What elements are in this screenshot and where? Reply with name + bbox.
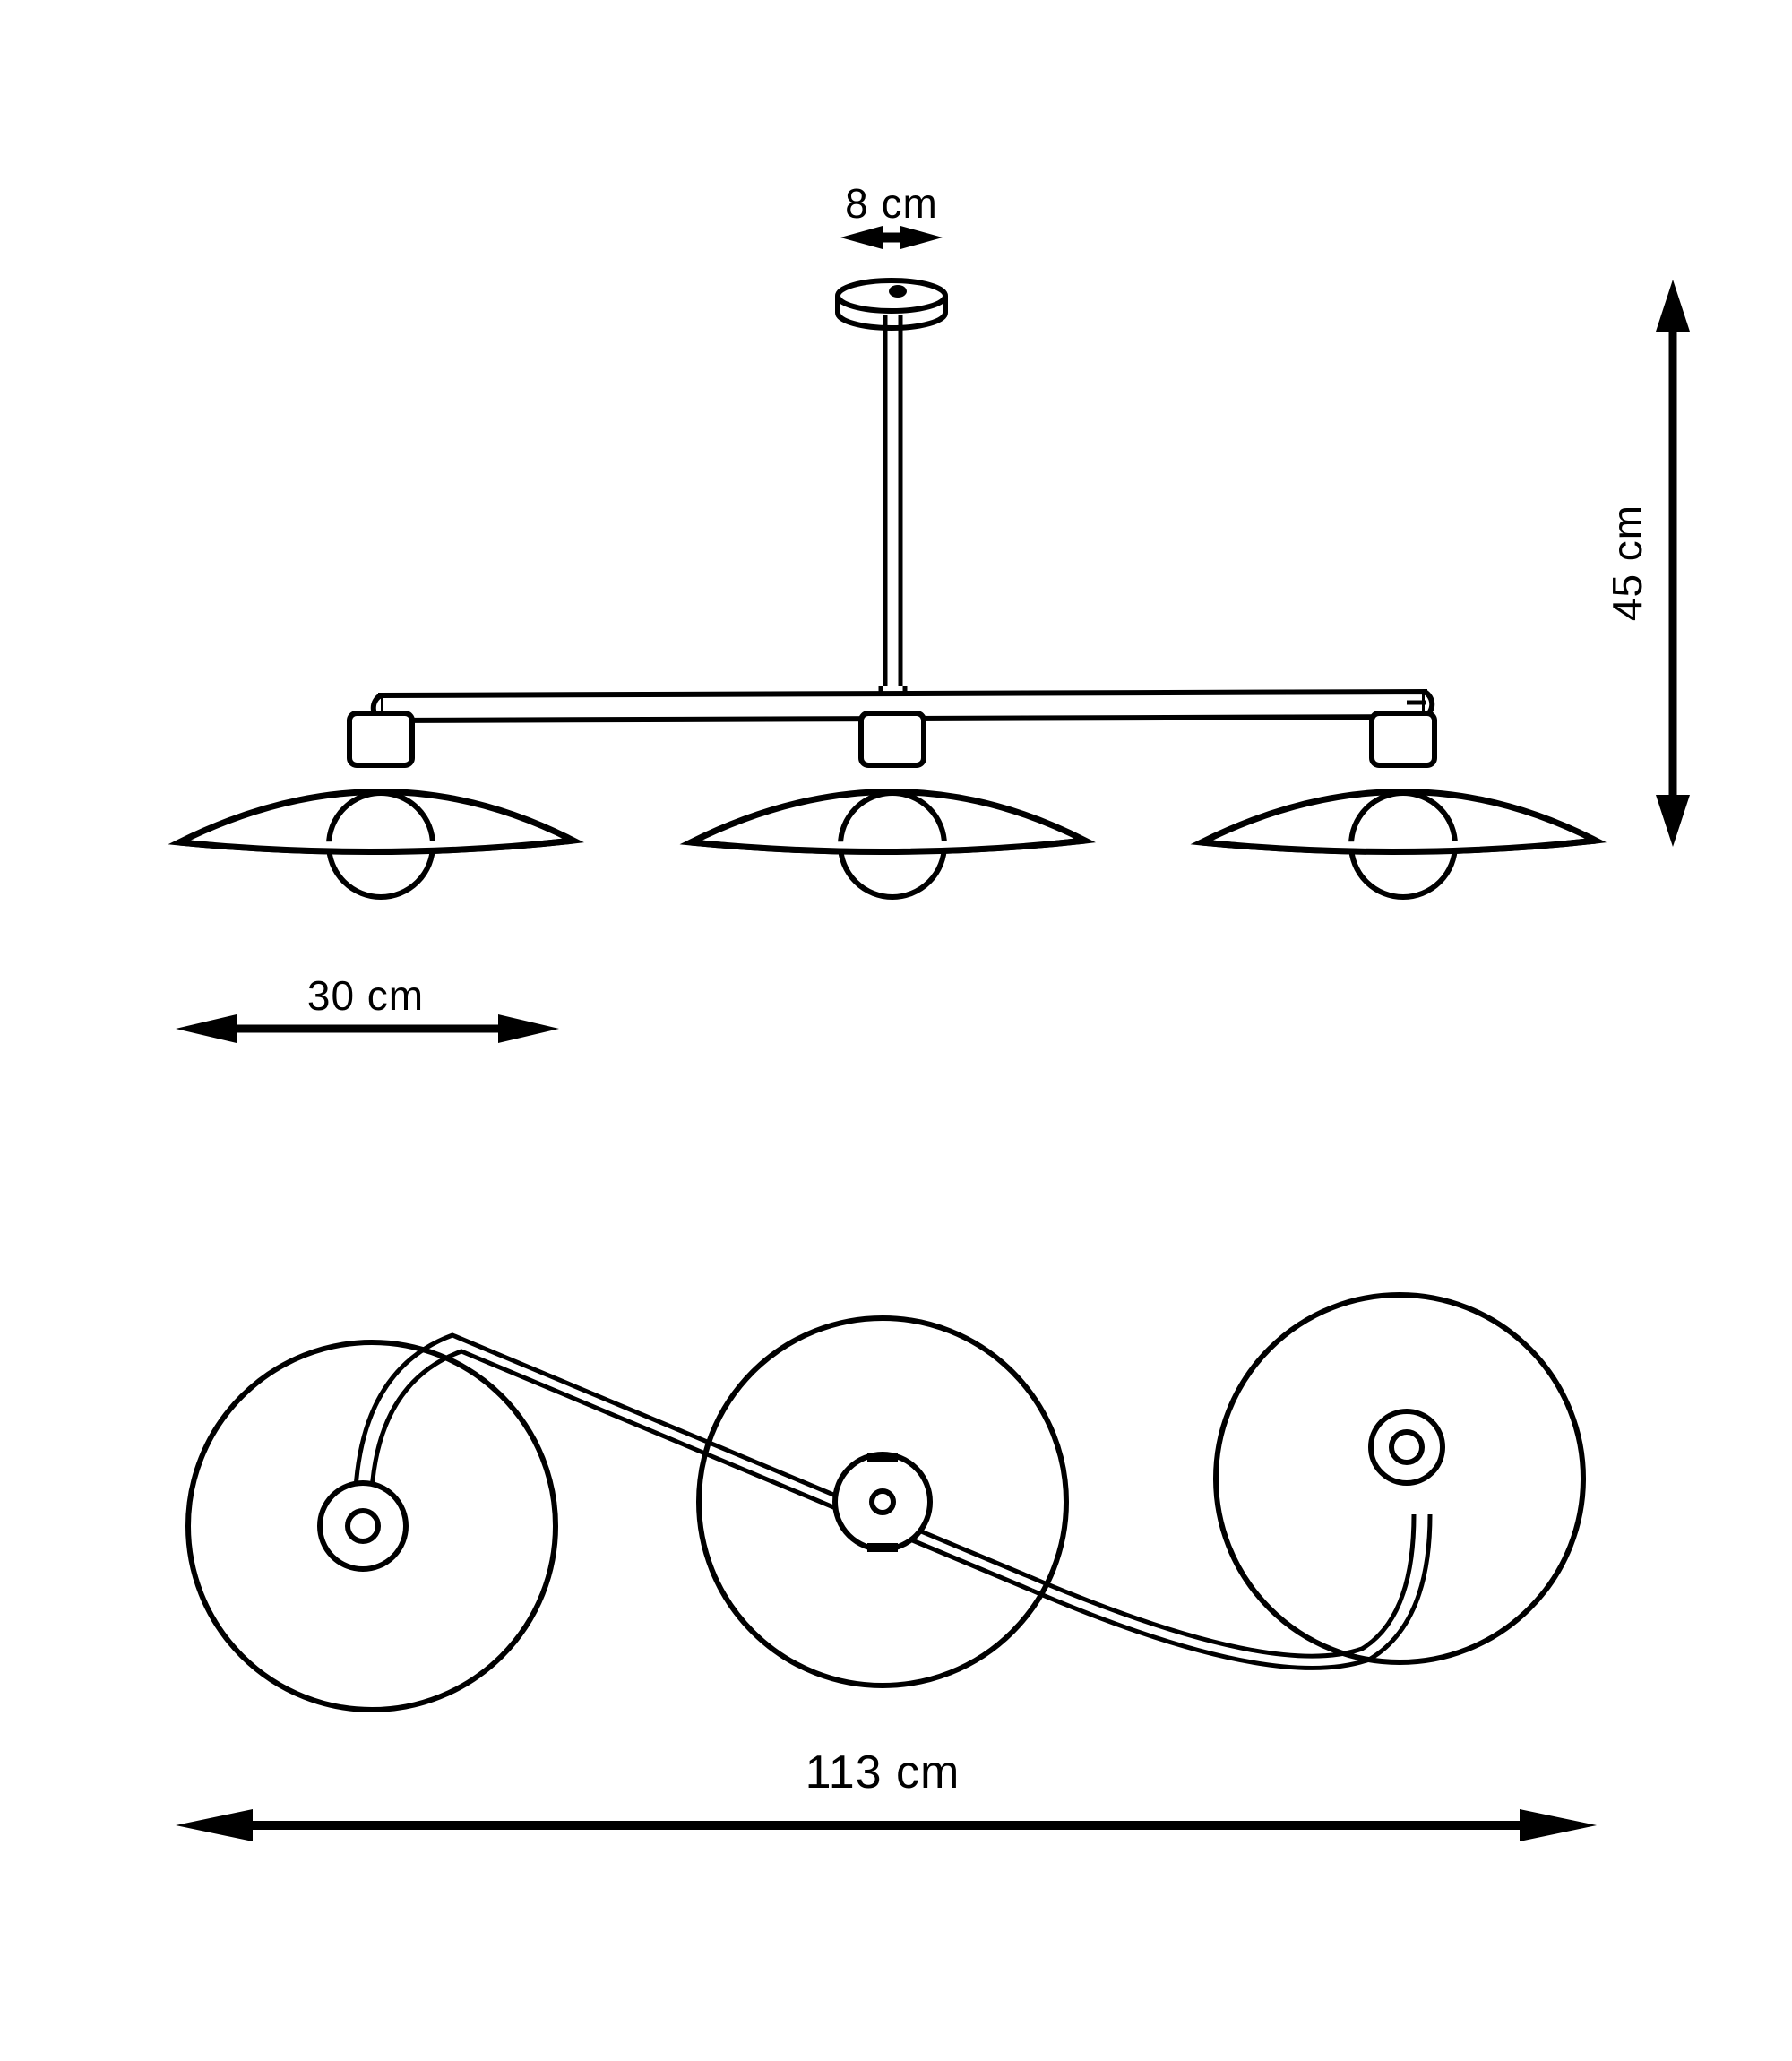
dimension-label-8cm: 8 cm — [845, 180, 938, 227]
ceiling-canopy — [835, 278, 948, 331]
top-socket-left — [317, 1480, 409, 1572]
dimension-canopy-width: 8 cm — [840, 180, 943, 249]
top-socket-center — [832, 1452, 933, 1552]
top-view — [185, 1292, 1586, 1712]
top-arm-left — [352, 1332, 1033, 1593]
top-socket-right — [1368, 1409, 1445, 1486]
arrow-113cm — [176, 1809, 1597, 1841]
dimension-shade-diameter: 30 cm — [176, 972, 559, 1043]
arrow-8cm — [840, 226, 943, 249]
socket-housing-right — [1369, 711, 1437, 768]
dimension-overall-length: 113 cm — [176, 1746, 1597, 1841]
top-arm-right — [1030, 1513, 1433, 1670]
canopy-screw-icon — [889, 285, 907, 298]
dimension-label-113cm: 113 cm — [806, 1746, 961, 1798]
dimension-label-45cm: 45 cm — [1604, 504, 1650, 621]
dimension-overall-height: 45 cm — [1604, 280, 1690, 847]
lamp-unit-left — [168, 711, 584, 900]
arrow-30cm — [176, 1014, 559, 1043]
dimension-label-30cm: 30 cm — [307, 972, 424, 1019]
lamp-unit-right — [1190, 711, 1607, 900]
socket-housing-left — [347, 711, 415, 768]
socket-housing-center — [858, 711, 926, 768]
arrow-45cm — [1656, 280, 1690, 847]
lamp-unit-center — [679, 711, 1096, 900]
front-view — [168, 278, 1607, 900]
